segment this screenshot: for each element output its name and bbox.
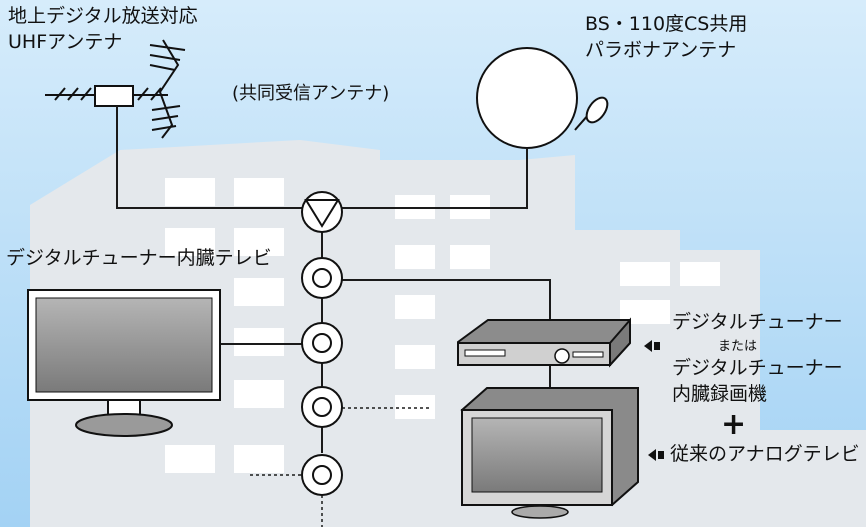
- digital-tv-label: デジタルチューナー内臓テレビ: [6, 247, 272, 269]
- bs-antenna-label-line1: BS・110度CS共用: [585, 13, 748, 35]
- analog-tv-label-row: 従来のアナログテレビ: [648, 443, 860, 466]
- analog-tv: [460, 387, 639, 519]
- bs-antenna-label-line2: パラボナアンテナ: [585, 39, 737, 61]
- wall-outlet: [301, 322, 343, 364]
- building-windows: [165, 178, 720, 473]
- tuner-or-label: または: [718, 339, 758, 354]
- tuner-label-line1: デジタルチューナー: [672, 311, 843, 333]
- plus-sign: +: [721, 407, 747, 442]
- shared-antenna-label: (共同受信アンテナ): [232, 83, 390, 104]
- wall-outlet: [301, 386, 343, 428]
- wall-outlet: [301, 257, 343, 299]
- uhf-antenna: [45, 39, 186, 139]
- dashed-wiring: [250, 407, 430, 527]
- tuner-label-line2: デジタルチューナー: [672, 357, 843, 379]
- wall-outlet: [301, 454, 343, 496]
- arrow-left-icon: [648, 448, 656, 461]
- parabola-antenna: [476, 47, 609, 149]
- arrow-left-icon: [644, 339, 652, 352]
- uhf-antenna-label-line2: UHFアンテナ: [8, 31, 123, 53]
- tuner-label-line3: 内臓録画機: [672, 383, 768, 405]
- tuner-box: [457, 317, 631, 368]
- tuner-arrow: [644, 336, 666, 354]
- splitter: [301, 191, 343, 233]
- uhf-antenna-label-line1: 地上デジタル放送対応: [8, 5, 198, 27]
- digital-tv: [27, 289, 221, 437]
- analog-tv-label: 従来のアナログテレビ: [670, 443, 860, 465]
- wiring: [116, 106, 551, 453]
